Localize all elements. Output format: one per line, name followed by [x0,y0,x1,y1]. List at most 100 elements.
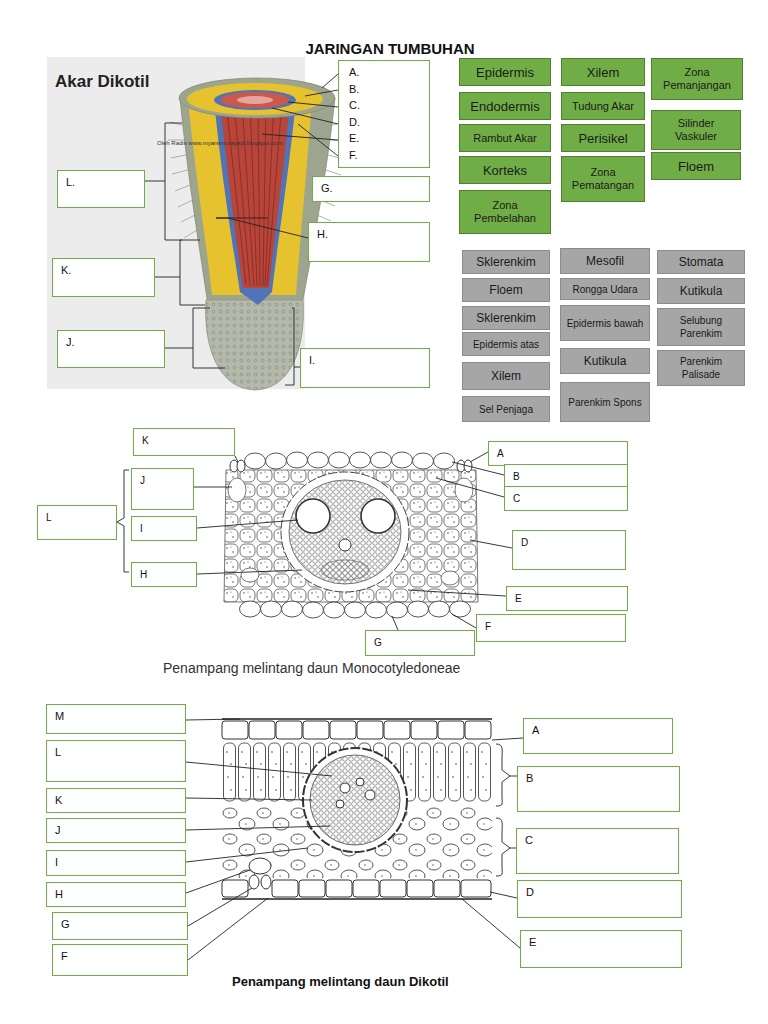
answer-box: F [52,944,188,976]
monocot-leader-lines [197,520,298,528]
dicot-leader-lines [510,776,517,777]
leaf-term-tile: Sel Penjaga [462,396,550,422]
monocot-leader-lines [197,570,302,574]
monocot-leaf-illustration [441,571,459,585]
root-leader-lines [155,240,205,305]
tile-text-wrap: Epidermis [476,66,534,79]
tile-text-wrap: Rambut Akar [473,132,537,145]
root-leader-lines [322,74,338,88]
tissue-term: Parenkim Palisade [662,355,740,381]
callout-letter: F [61,949,179,964]
tile-text-wrap: Xilem [491,370,521,383]
answer-box: D [512,530,626,570]
root-leader-lines [272,108,338,124]
monocot-leaf-illustration [224,452,478,618]
dicot-leaf-illustration [222,719,492,899]
dicot-leader-lines [188,888,252,926]
monocot-leader-lines [194,487,232,488]
root-leader-lines [298,124,338,156]
answer-box: I [131,516,197,541]
callout-letter: H [55,887,177,902]
answer-box: J [46,818,186,843]
callout-letter: G [374,635,466,650]
dicot-leader-lines [188,898,268,960]
root-illustration [250,102,257,286]
callout-letter: G. [321,181,421,196]
watermark: Oleh Radis www.myarsimurayadi.blogspot.c… [157,140,282,146]
monocot-leaf-illustration [230,460,472,472]
dicot-leaf-illustration [276,721,302,739]
leaf-term-tile: Xilem [462,362,550,390]
dicot-leaf-illustration [272,880,298,897]
root-term-tile: Zona Pemanjangan [651,58,743,100]
tile-text-wrap: Korteks [483,164,527,177]
tile-text-wrap: Epidermis bawah [567,317,644,330]
callout-letter: G [61,917,179,932]
dicot-leaf-illustration [249,721,275,739]
root-illustration [206,300,304,390]
root-illustration [220,100,290,288]
callout-letter: I. [309,353,421,368]
leaf-term-tile: Selubung Parenkim [657,308,745,346]
callout-letter: B. [349,81,419,98]
monocot-leaf-illustration [339,539,351,551]
root-illustration [47,57,305,389]
dicot-leaf-illustration [407,880,433,897]
tissue-term: Zona Pematangan [566,166,640,192]
answer-box: E [506,586,628,611]
monocot-leaf-illustration [224,470,478,602]
callout-letter: L [46,510,108,525]
monocot-leaf-illustration [329,452,350,468]
monocot-leaf-illustration [240,452,471,618]
tissue-term: Rambut Akar [473,132,537,145]
tissue-term: Xilem [491,370,521,383]
answer-box: L. [57,170,145,208]
monocot-leaf-illustration [287,452,308,468]
tile-text-wrap: Sklerenkim [476,256,535,269]
dicot-leaf-illustration [411,721,437,739]
root-term-tile: Tudung Akar [561,92,645,120]
tile-text-wrap: Kutikula [584,355,627,368]
answer-box: C [516,828,679,874]
root-illustration [172,170,188,174]
dicot-leaf-illustration [330,721,356,739]
answer-box: C [504,486,628,511]
monocot-leaf-illustration [245,453,266,469]
leaf-term-tile: Parenkim Palisade [657,350,745,386]
callout-letter: D [521,535,617,550]
tissue-term: Floem [489,284,522,297]
figure-caption: Penampang melintang daun Dikotil [232,974,449,989]
answer-box: K. [52,258,155,297]
root-term-tile: Zona Pematangan [561,156,645,202]
root-leader-lines [262,134,338,140]
dicot-leaf-illustration [222,880,248,897]
tile-text-wrap: Xilem [587,66,620,79]
tissue-term: Selubung Parenkim [662,314,740,340]
root-illustration [175,185,190,191]
dicot-leader-lines [186,870,250,893]
callout-letter: M [55,709,177,724]
tile-text-wrap: Silinder Vaskuler [656,117,736,143]
tissue-term: Epidermis [476,66,534,79]
monocot-leader-lines [392,616,398,630]
monocot-leaf-illustration [434,453,455,469]
answer-box: L [46,740,186,782]
answer-box: L [37,505,117,540]
dicot-leaf-illustration [380,880,406,897]
answer-box: B [517,766,680,812]
monocot-leaf-illustration [361,499,395,533]
leaf-term-tile: Epidermis atas [462,332,550,356]
leaf-term-tile: Sklerenkim [462,306,550,330]
tissue-term: Silinder Vaskuler [656,117,736,143]
dicot-leaf-illustration [261,875,271,889]
root-leader-lines [285,308,300,385]
monocot-leader-lines [470,452,488,462]
root-illustration [188,100,312,295]
callout-letter: E. [349,130,419,147]
dicot-leaf-illustration [310,755,400,845]
answer-box: M [46,704,186,734]
callout-letter: K. [61,263,146,278]
tissue-term: Epidermis atas [473,338,539,351]
answer-box: D [517,880,682,918]
